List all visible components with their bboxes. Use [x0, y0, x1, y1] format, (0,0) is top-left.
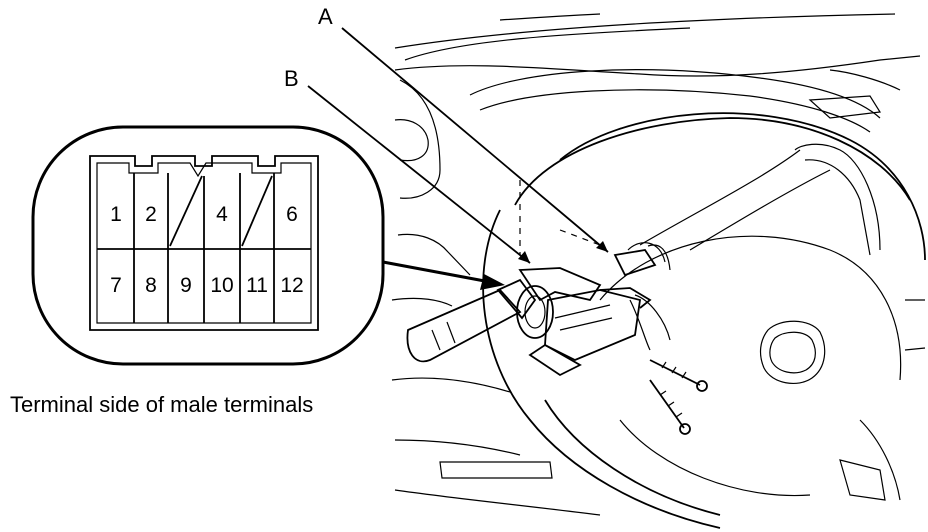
pin-2-label: 2 [145, 203, 157, 226]
pin-11-label: 11 [246, 274, 268, 297]
callout-leaders [307, 27, 609, 264]
connector-inset: 1 2 4 6 7 8 9 10 11 12 [31, 125, 505, 366]
pin-12-label: 12 [280, 274, 303, 297]
callout-a-label: A [318, 4, 333, 29]
pin-1-label: 1 [110, 203, 122, 226]
inset-caption: Terminal side of male terminals [10, 392, 313, 417]
blank-position-5-mark [241, 175, 273, 247]
blank-position-3-mark [169, 175, 203, 247]
pin-10-label: 10 [210, 274, 233, 297]
combination-switch [406, 242, 708, 435]
pin-6-label: 6 [286, 203, 298, 226]
inset-bubble [31, 125, 385, 366]
inset-pointer-arrowhead [480, 274, 505, 290]
connector-face [89, 155, 319, 331]
pin-4-label: 4 [216, 203, 228, 226]
pin-7-label: 7 [110, 274, 122, 297]
pin-9-label: 9 [180, 274, 192, 297]
dashboard-illustration [391, 13, 926, 529]
pin-8-label: 8 [145, 274, 157, 297]
callout-b-label: B [284, 66, 299, 91]
